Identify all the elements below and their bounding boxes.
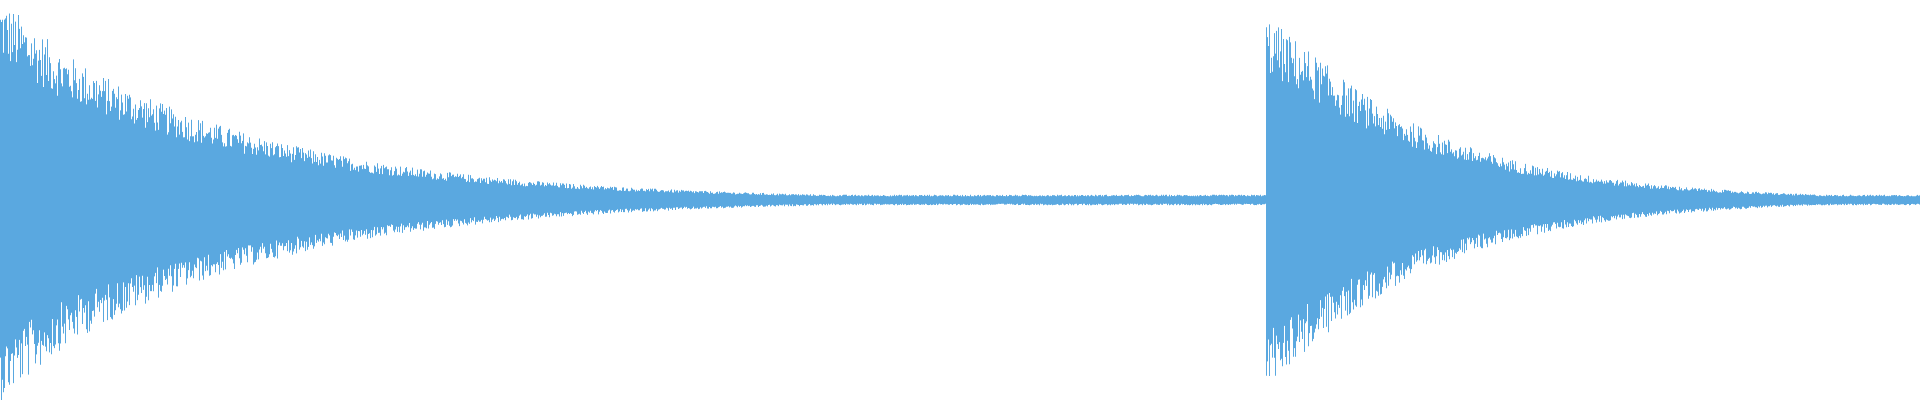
waveform-trace [0,13,1920,400]
